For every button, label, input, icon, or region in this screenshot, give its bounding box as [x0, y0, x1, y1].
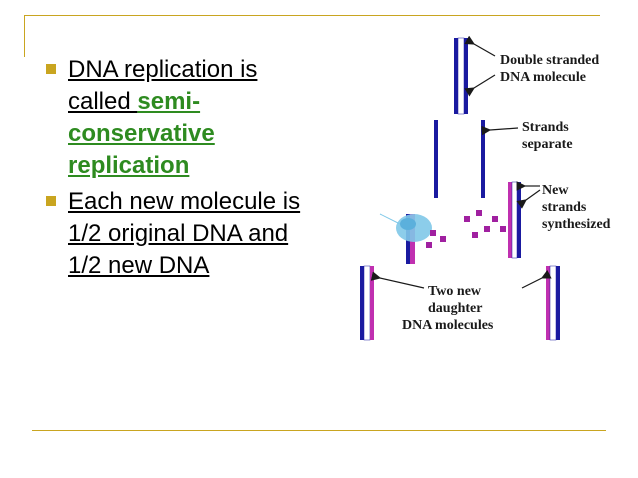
label-double-stranded: Double stranded DNA molecule: [500, 53, 603, 85]
separated-strands: [434, 120, 485, 198]
bullet-text: DNA replication is called: [68, 56, 258, 115]
label-new-strands: New strands synthesized: [542, 183, 611, 232]
daughter-molecule-left: [360, 265, 374, 341]
bullet-marker-icon: [46, 64, 56, 74]
bullet-item-replication: DNA replication is called semi-conservat…: [44, 54, 304, 182]
top-rule: [24, 15, 600, 16]
bullet-text: Each new molecule is 1/2 original DNA an…: [68, 188, 301, 279]
dna-replication-diagram: Double stranded DNA molecule Strands sep…: [360, 35, 611, 341]
double-stranded-molecule: [454, 37, 468, 115]
label-strands-separate: Strands separate: [522, 120, 573, 152]
label-daughter-molecules: Two new daughter DNA molecules: [402, 284, 494, 333]
bullet-list: DNA replication is called semi-conservat…: [44, 54, 304, 282]
left-rule: [24, 15, 25, 57]
highlight-term: semi-conservative replication: [68, 88, 215, 179]
label-arrows: [370, 35, 552, 289]
bottom-rule: [32, 430, 606, 431]
bullet-marker-icon: [46, 196, 56, 206]
free-nucleotides: [426, 210, 506, 248]
bullet-item-half-new: Each new molecule is 1/2 original DNA an…: [44, 186, 304, 282]
daughter-molecule-right: [546, 265, 560, 341]
polymerase-enzyme-icon: [379, 213, 432, 242]
